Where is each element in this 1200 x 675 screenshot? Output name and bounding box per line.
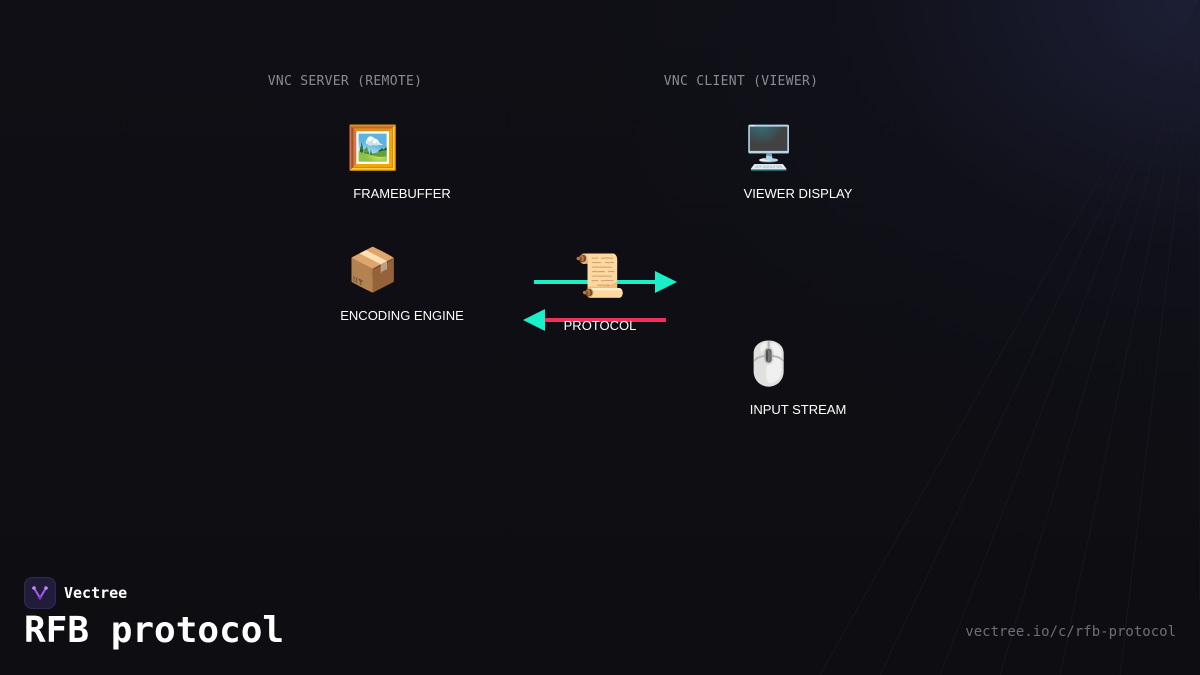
protocol-label: PROTOCOL <box>563 318 637 333</box>
package-icon: 📦 <box>346 245 400 294</box>
page-title: RFB protocol <box>24 610 285 651</box>
protocol-node: 📜 <box>574 252 626 302</box>
brand: Vectree <box>24 577 127 609</box>
server-column-label: VNC SERVER (REMOTE) <box>267 74 423 89</box>
scroll-icon: 📜 <box>573 251 627 300</box>
page-url[interactable]: vectree.io/c/rfb-protocol <box>965 624 1176 640</box>
framed-picture-icon: 🖼️ <box>346 123 400 172</box>
client-column-label: VNC CLIENT (VIEWER) <box>663 74 819 89</box>
input-stream-label: INPUT STREAM <box>749 402 847 417</box>
computer-mouse-icon: 🖱️ <box>742 339 796 388</box>
input-stream-node: 🖱️ <box>743 340 795 390</box>
desktop-computer-icon: 🖥️ <box>742 123 796 172</box>
return-arrowhead <box>523 309 545 331</box>
vectree-logo-icon <box>24 577 56 609</box>
forward-arrowhead <box>655 271 677 293</box>
brand-name: Vectree <box>64 584 128 602</box>
encoding-engine-node: 📦 <box>347 246 399 296</box>
encoding-engine-label: ENCODING ENGINE <box>340 308 464 323</box>
framebuffer-label: FRAMEBUFFER <box>353 186 451 201</box>
viewer-display-node: 🖥️ <box>743 124 795 174</box>
viewer-display-label: VIEWER DISPLAY <box>743 186 853 201</box>
framebuffer-node: 🖼️ <box>347 124 399 174</box>
